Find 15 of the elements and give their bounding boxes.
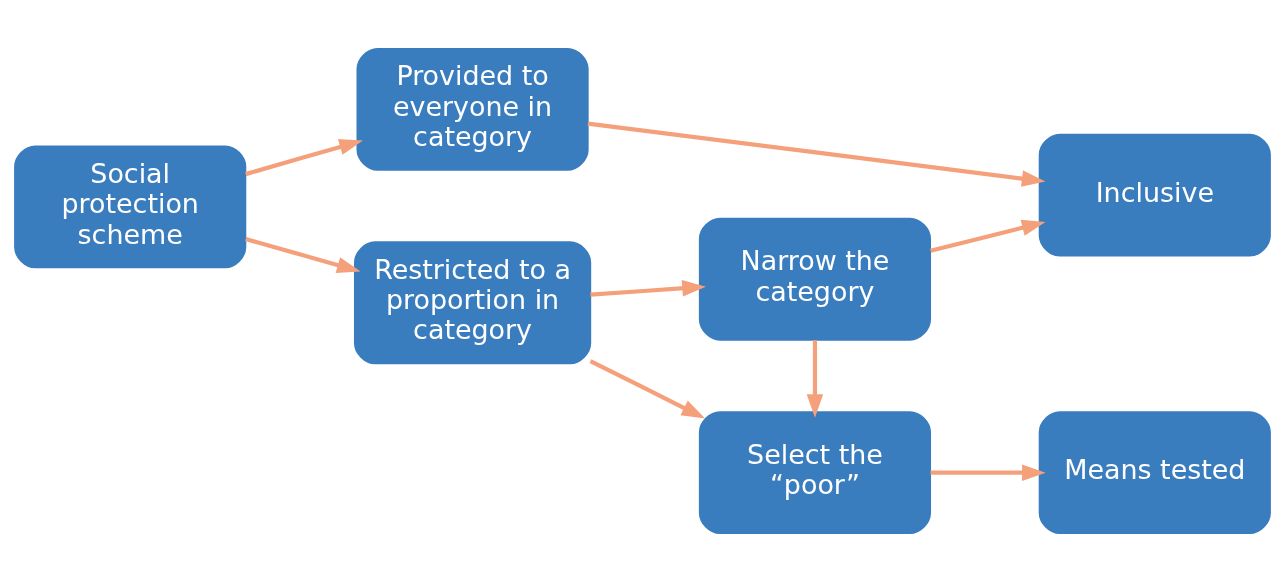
arrow bbox=[590, 279, 706, 297]
node-box: Social protection scheme bbox=[14, 144, 247, 268]
node-box: Narrow the category bbox=[698, 217, 932, 341]
arrow bbox=[806, 339, 824, 418]
node-box: Inclusive bbox=[1038, 133, 1271, 256]
arrow bbox=[930, 219, 1046, 253]
arrow bbox=[245, 138, 363, 176]
arrow bbox=[587, 121, 1046, 187]
node-box: Select the “poor” bbox=[698, 410, 932, 534]
node-box: Restricted to a proportion in category bbox=[353, 240, 592, 364]
arrow bbox=[930, 463, 1046, 481]
arrow bbox=[589, 358, 706, 419]
node-box: Provided to everyone in category bbox=[356, 47, 589, 171]
arrow bbox=[245, 236, 361, 273]
node-box: Means tested bbox=[1038, 410, 1271, 534]
